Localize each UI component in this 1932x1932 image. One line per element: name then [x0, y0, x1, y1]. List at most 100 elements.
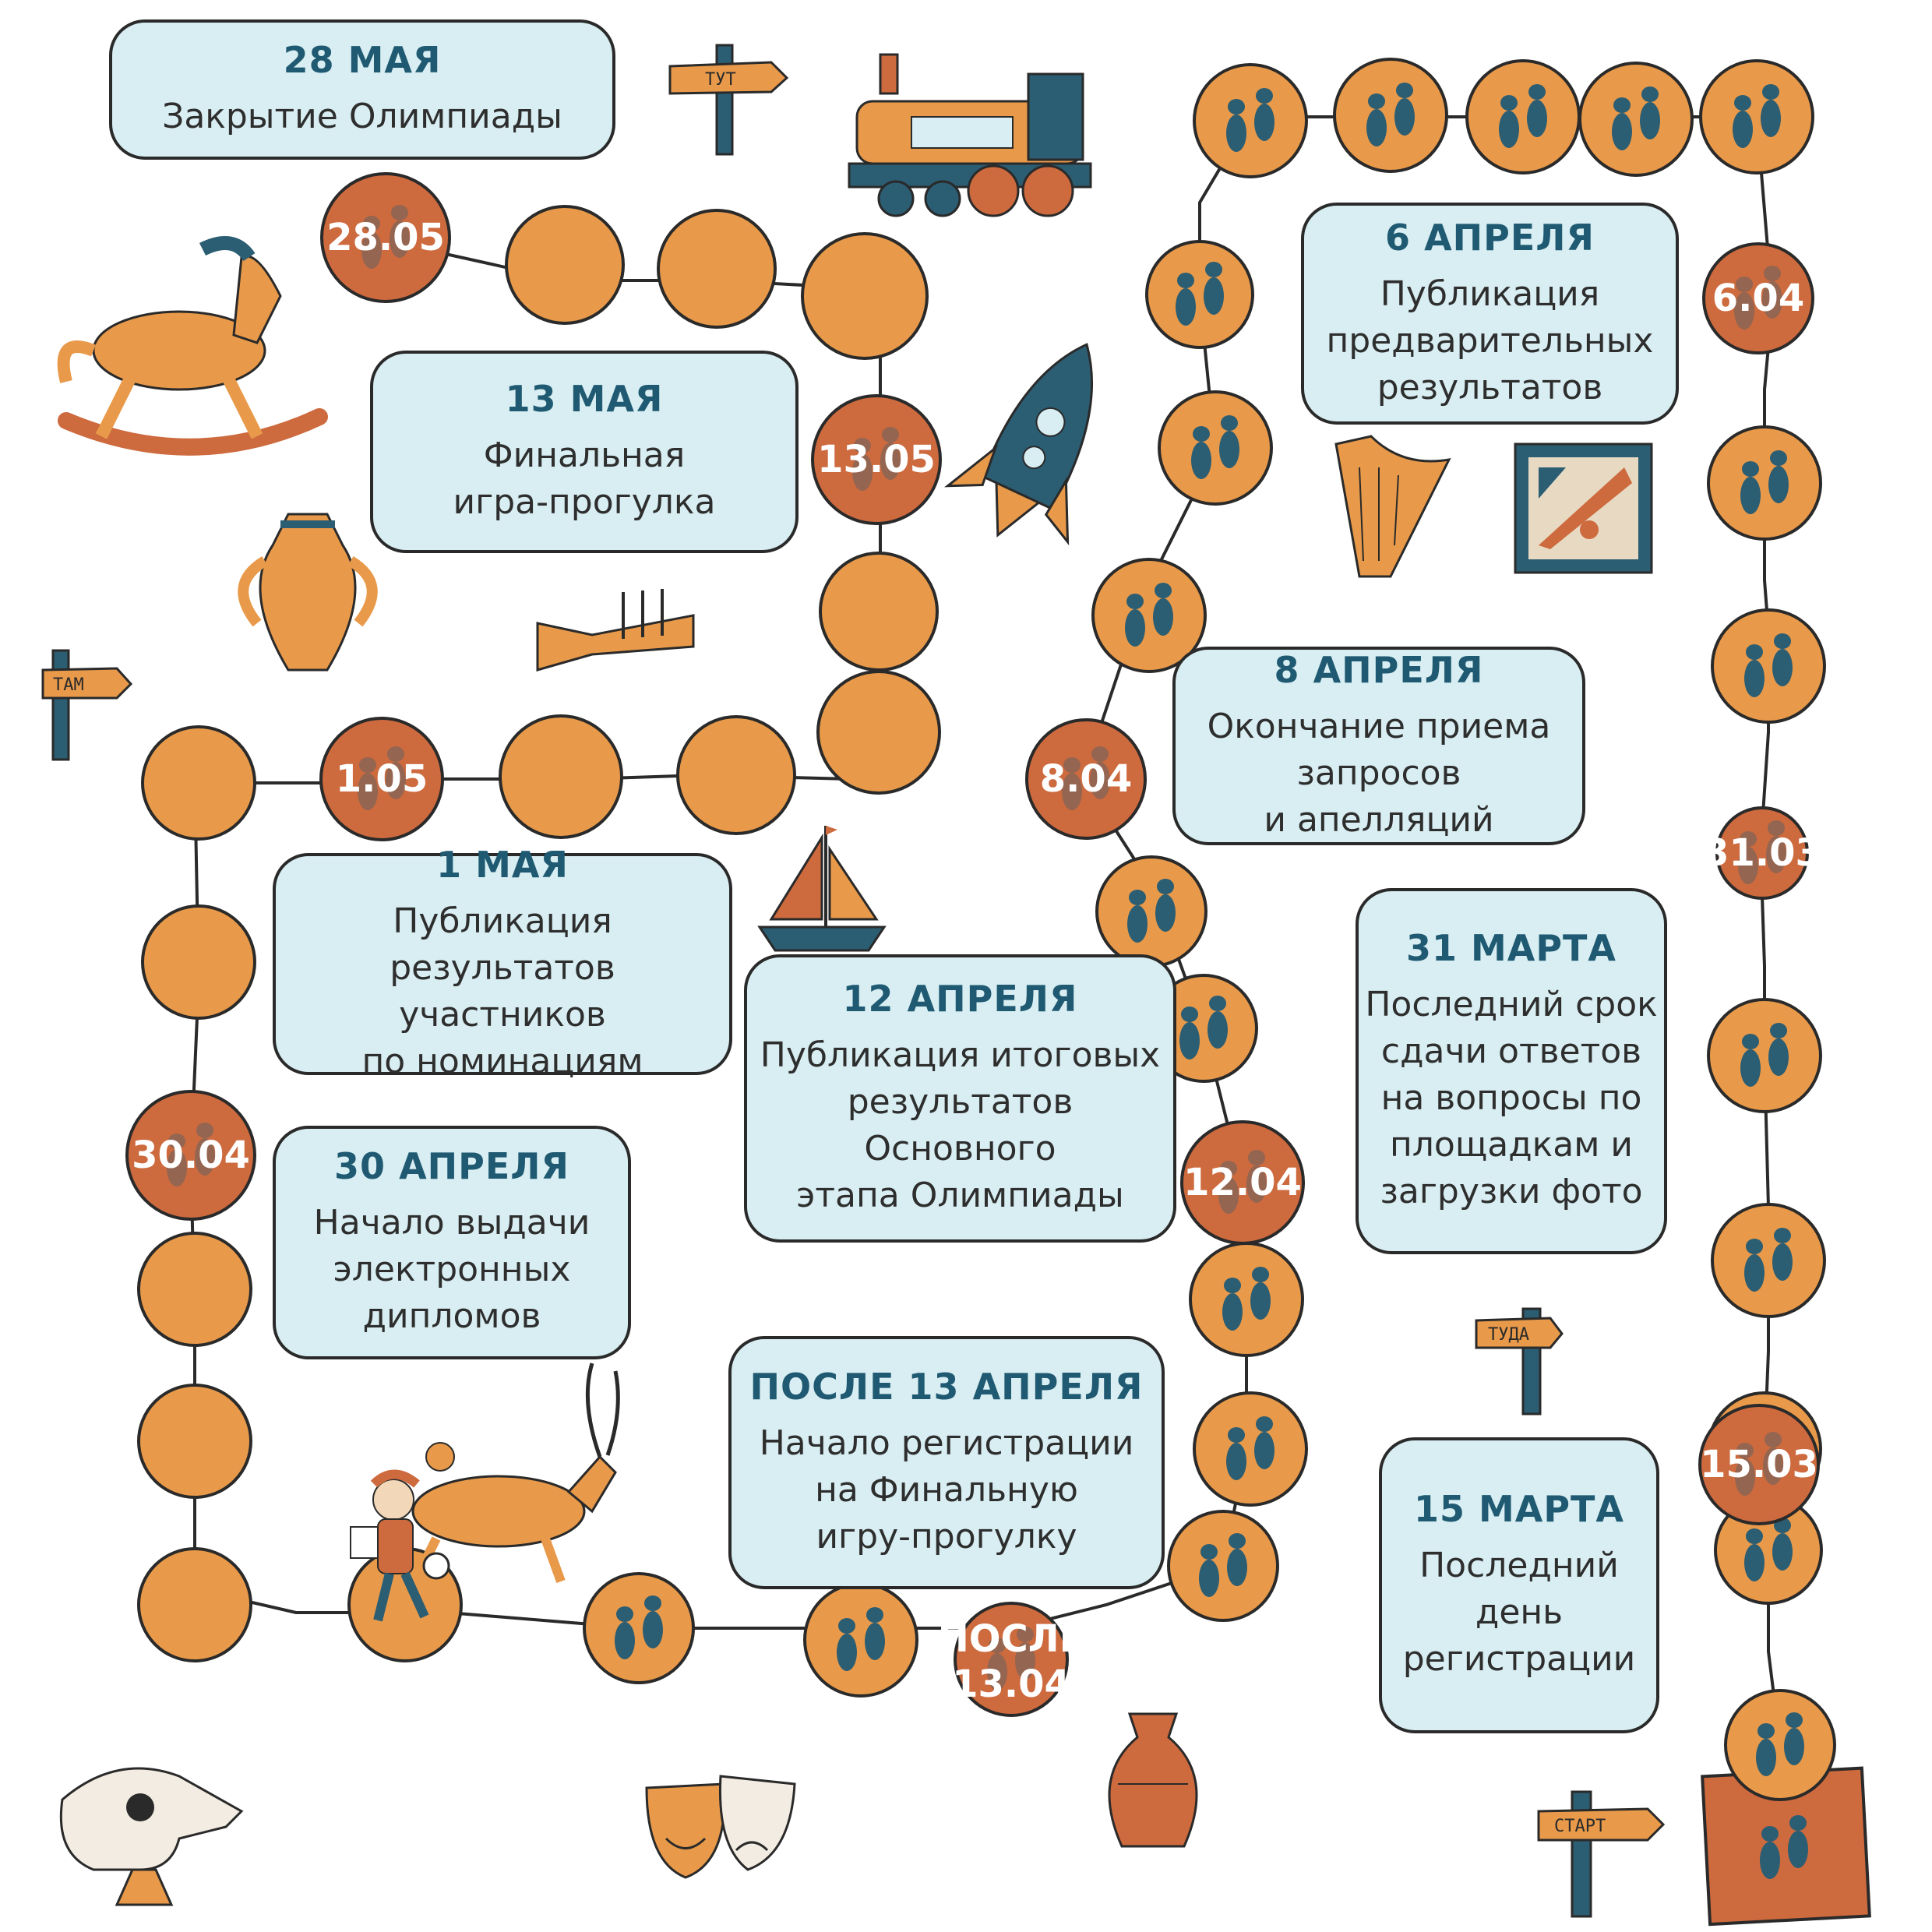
board-node[interactable] — [676, 715, 796, 835]
board-node[interactable] — [819, 552, 939, 672]
harp-icon — [1334, 435, 1451, 578]
node-circle[interactable] — [1193, 63, 1308, 178]
node-date-label: 30.04 — [132, 1133, 250, 1177]
node-circle[interactable] — [1095, 855, 1208, 968]
signpost-label-tuda: ТУДА — [1488, 1325, 1529, 1345]
node-circle[interactable] — [1702, 242, 1814, 354]
node-circle[interactable] — [319, 717, 444, 841]
node-circle[interactable] — [816, 670, 941, 795]
event-text: Публикация предварительных результатов — [1326, 273, 1654, 407]
node-circle[interactable] — [1707, 998, 1822, 1113]
node-circle[interactable] — [320, 172, 451, 303]
node-circle[interactable] — [1699, 59, 1814, 175]
vase-icon — [238, 513, 378, 672]
event-30-april: 30 АПРЕЛЯ Начало выдачи электронных дипл… — [273, 1126, 631, 1359]
painting-icon — [1514, 442, 1653, 574]
date-node[interactable]: 15.03 — [1698, 1404, 1820, 1525]
node-circle[interactable] — [1091, 558, 1207, 673]
board-node[interactable] — [1167, 1510, 1279, 1622]
node-circle[interactable] — [1189, 1242, 1304, 1357]
board-node[interactable] — [1193, 1391, 1308, 1507]
node-date-label: 28.05 — [326, 216, 445, 259]
node-date-label: ПОСЛЕ — [938, 1617, 1085, 1661]
node-circle[interactable] — [125, 1090, 256, 1221]
date-node[interactable]: 30.04 — [125, 1090, 256, 1221]
date-node[interactable]: 12.04 — [1180, 1120, 1305, 1245]
event-text: Начало регистрации на Финальную игру-про… — [759, 1423, 1134, 1557]
node-circle[interactable] — [1193, 1391, 1308, 1507]
board-node[interactable] — [1189, 1242, 1304, 1357]
board-node[interactable] — [1711, 608, 1826, 724]
board-node[interactable] — [141, 725, 256, 841]
node-circle[interactable] — [1145, 240, 1254, 349]
board-node[interactable] — [1193, 63, 1308, 178]
board-node[interactable] — [1333, 58, 1448, 173]
date-node[interactable]: 28.05 — [320, 172, 451, 303]
node-circle[interactable] — [1333, 58, 1448, 173]
board-node[interactable] — [657, 209, 777, 329]
node-circle[interactable] — [803, 1582, 918, 1698]
board-node[interactable] — [141, 904, 256, 1020]
steam-train-icon — [848, 53, 1092, 217]
signpost-icon: ТАМ — [41, 649, 133, 761]
node-circle[interactable] — [583, 1572, 695, 1684]
event-text: Начало выдачи электронных дипломов — [313, 1203, 591, 1336]
node-circle[interactable] — [505, 205, 625, 325]
node-circle[interactable] — [137, 1547, 252, 1662]
node-circle[interactable] — [811, 394, 942, 525]
node-circle[interactable] — [137, 1384, 252, 1499]
board-node[interactable] — [137, 1547, 252, 1662]
signpost-icon: ТУДА — [1475, 1307, 1564, 1416]
board-node[interactable] — [1699, 59, 1814, 175]
board-node[interactable] — [499, 714, 623, 839]
node-circle[interactable] — [499, 714, 623, 839]
node-date-label: 31.03 — [1703, 831, 1821, 875]
node-circle[interactable] — [1578, 62, 1694, 177]
theatre-masks-icon — [645, 1775, 796, 1879]
board-node[interactable] — [803, 1582, 918, 1698]
board-node[interactable] — [1707, 998, 1822, 1113]
date-node[interactable]: 13.05 — [811, 394, 942, 525]
node-circle[interactable] — [1167, 1510, 1279, 1622]
node-circle[interactable] — [141, 904, 256, 1020]
date-node[interactable]: 1.05 — [319, 717, 444, 841]
board-node[interactable] — [1711, 1203, 1826, 1318]
board-node[interactable] — [1707, 425, 1822, 541]
date-node[interactable]: 31.03 — [1703, 806, 1821, 900]
node-circle[interactable] — [1158, 390, 1273, 506]
board-node[interactable] — [816, 670, 941, 795]
board-node[interactable] — [1724, 1689, 1836, 1801]
board-node[interactable] — [1158, 390, 1273, 506]
signpost-icon: СТАРТ — [1537, 1790, 1666, 1918]
node-circle[interactable] — [1715, 806, 1809, 900]
node-circle[interactable] — [1025, 718, 1147, 840]
node-circle[interactable] — [141, 725, 256, 841]
board-node[interactable] — [1091, 558, 1207, 673]
node-circle[interactable] — [1711, 1203, 1826, 1318]
node-circle[interactable] — [1465, 59, 1581, 175]
board-node[interactable] — [137, 1232, 252, 1347]
board-node[interactable] — [137, 1384, 252, 1499]
board-node[interactable] — [1465, 59, 1581, 175]
board-node[interactable] — [801, 232, 929, 360]
date-node[interactable]: 6.04 — [1702, 242, 1814, 354]
node-circle[interactable] — [1698, 1404, 1820, 1525]
node-circle[interactable] — [137, 1232, 252, 1347]
node-circle[interactable] — [1707, 425, 1822, 541]
node-circle[interactable] — [954, 1602, 1069, 1717]
node-date-label: 1.05 — [336, 757, 428, 801]
node-circle[interactable] — [676, 715, 796, 835]
node-circle[interactable] — [1724, 1689, 1836, 1801]
node-circle[interactable] — [801, 232, 929, 360]
board-node[interactable] — [583, 1572, 695, 1684]
date-node[interactable]: 8.04 — [1025, 718, 1147, 840]
board-node[interactable] — [1145, 240, 1254, 349]
board-node[interactable] — [1095, 855, 1208, 968]
board-node[interactable] — [505, 205, 625, 325]
board-node[interactable] — [1578, 62, 1694, 177]
node-circle[interactable] — [819, 552, 939, 672]
node-circle[interactable] — [1711, 608, 1826, 724]
node-circle[interactable] — [657, 209, 777, 329]
event-28-may: 28 МАЯ Закрытие Олимпиады — [109, 19, 615, 160]
